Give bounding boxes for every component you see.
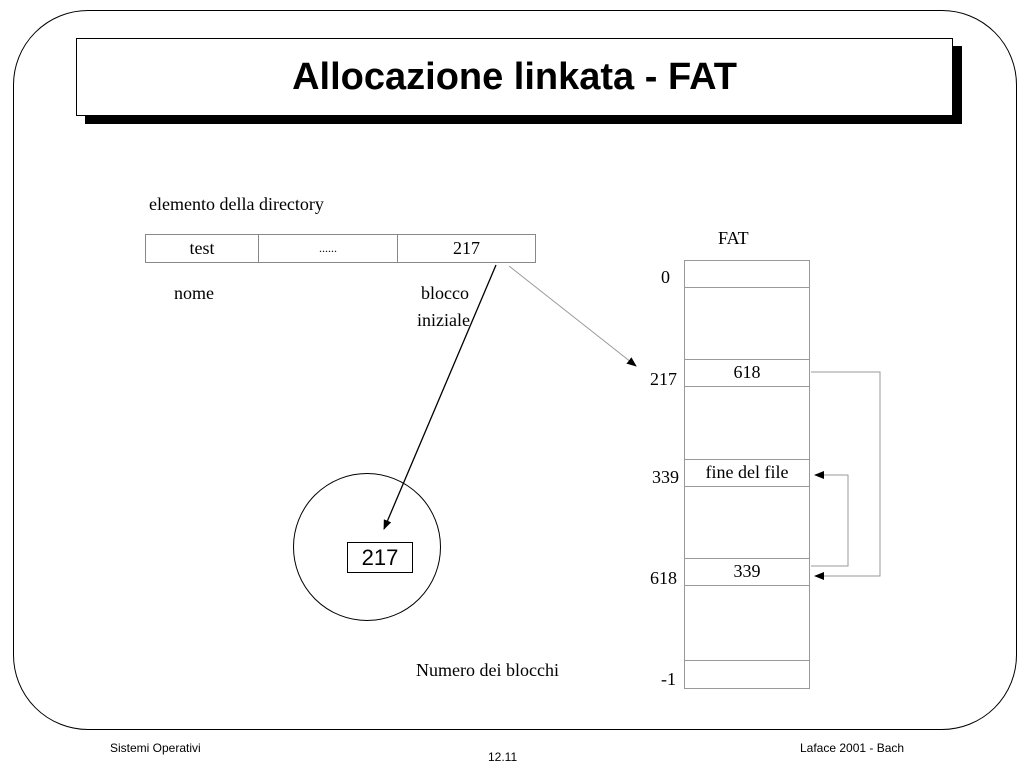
fat-row-339: fine del file (685, 459, 809, 487)
fat-index-618: 618 (650, 568, 677, 588)
start-block-label-line2: iniziale (417, 310, 470, 330)
fat-row-618: 339 (685, 558, 809, 586)
title-box: Allocazione linkata - FAT (76, 38, 953, 116)
start-block-to-fat-arrow (508, 265, 637, 367)
fat-index-0: 0 (661, 267, 670, 287)
directory-entry-caption: elemento della directory (149, 194, 324, 214)
slide-title: Allocazione linkata - FAT (292, 55, 737, 98)
start-block-label-line1: blocco (421, 283, 469, 303)
fat-link-618-to-339 (811, 471, 849, 567)
fat-caption: FAT (718, 228, 749, 248)
disk-circle (293, 473, 441, 621)
disk-block-217: 217 (347, 542, 413, 573)
fat-row-217: 618 (685, 359, 809, 387)
footer-page-number: 12.11 (488, 750, 518, 764)
fat-index-339: 339 (652, 467, 679, 487)
fat-row-0 (685, 260, 809, 288)
footer-right: Laface 2001 - Bach (800, 741, 905, 755)
footer-left: Sistemi Operativi (110, 741, 201, 755)
fat-value-618: 339 (733, 561, 761, 581)
directory-cell-other: ...... (259, 235, 398, 262)
fat-value-339: fine del file (705, 462, 789, 482)
fat-index-217: 217 (650, 369, 677, 389)
directory-cell-start-block: 217 (453, 238, 480, 258)
fat-index-end: -1 (661, 669, 676, 689)
directory-entry-table: test ...... 217 (145, 234, 536, 263)
directory-cell-name: test (146, 235, 259, 262)
fat-table: 618 fine del file 339 (684, 260, 810, 689)
slide-frame (13, 10, 1017, 730)
disk-caption: Numero dei blocchi (416, 660, 559, 680)
fat-row-last (685, 660, 809, 688)
start-block-to-disk-arrow (383, 264, 497, 530)
fat-value-217: 618 (733, 362, 761, 382)
fat-link-217-to-618 (811, 371, 881, 580)
name-label: nome (174, 283, 214, 303)
